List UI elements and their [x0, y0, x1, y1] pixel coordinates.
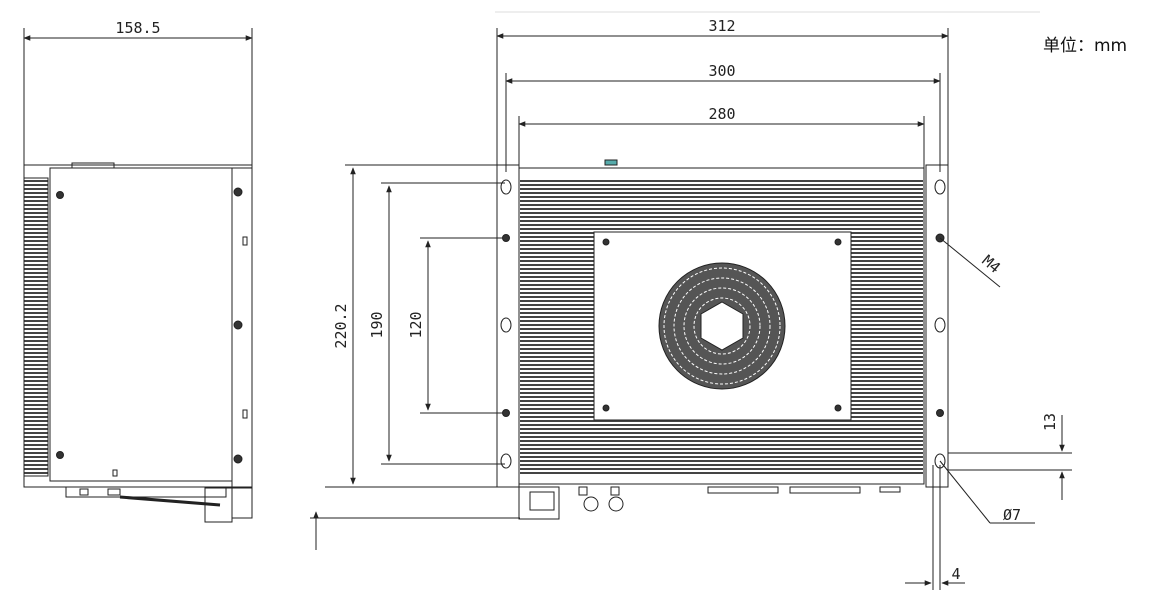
- keyhole-right-mid: [934, 317, 946, 333]
- side-view: [23, 28, 253, 523]
- bottom-antenna-2: [608, 496, 624, 512]
- m4-leader: [939, 237, 1001, 288]
- dim-edge-offset: 13: [1041, 413, 1059, 431]
- keyhole-right-top: [934, 179, 946, 195]
- keyhole-left-top: [500, 179, 512, 195]
- side-screw-1: [56, 191, 64, 199]
- unit-label: 单位：mm: [1043, 36, 1128, 56]
- dim-mount-height-inner: 120: [407, 311, 425, 338]
- fan-hub: [700, 301, 744, 351]
- dim-outer-width: 312: [708, 17, 735, 35]
- side-panel: [49, 167, 233, 482]
- front-body-outline: [518, 167, 925, 485]
- side-screw-4: [233, 320, 243, 330]
- front-flange-right: [925, 164, 949, 488]
- keyhole-left-bottom: [500, 453, 512, 469]
- dim-mount-width: 300: [708, 62, 735, 80]
- front-view: [310, 28, 1072, 590]
- bottom-db9-2: [789, 486, 861, 494]
- bottom-power-connector: [518, 486, 560, 520]
- dim-hole-diameter: Ø7: [1003, 506, 1021, 524]
- side-top-connector: [71, 162, 115, 169]
- bottom-db9-1: [707, 486, 779, 494]
- side-body-outline: [23, 164, 253, 488]
- side-fins: [24, 178, 48, 476]
- side-screw-3: [233, 187, 243, 197]
- side-screw-2: [56, 451, 64, 459]
- dim-body-width: 280: [708, 105, 735, 123]
- side-bottom-connectors: [65, 486, 227, 498]
- dim-mount-height-outer: 190: [368, 311, 386, 338]
- dim-flange-thickness: 4: [951, 565, 960, 583]
- side-screw-5: [233, 454, 243, 464]
- dim-side-width: 158.5: [115, 19, 160, 37]
- front-flange-left: [496, 164, 520, 488]
- keyhole-left-mid: [500, 317, 512, 333]
- hole-leader: [939, 460, 991, 524]
- bottom-antenna-1: [583, 496, 599, 512]
- dim-total-height: 220.2: [332, 303, 350, 348]
